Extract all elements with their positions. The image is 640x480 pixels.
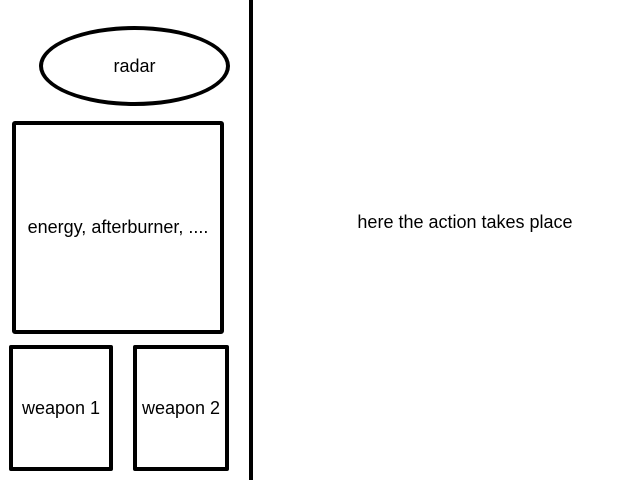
weapon-1-label: weapon 1 (21, 397, 101, 418)
action-area-label: here the action takes place (357, 212, 573, 232)
status-panel: energy, afterburner, .... (12, 121, 224, 334)
radar-label: radar (113, 55, 156, 76)
status-label: energy, afterburner, .... (27, 217, 209, 237)
weapon-1-slot: weapon 1 (9, 345, 113, 471)
radar-panel: radar (39, 26, 230, 106)
weapon-2-label: weapon 2 (141, 397, 221, 418)
sidebar-divider (249, 0, 253, 480)
weapon-2-slot: weapon 2 (133, 345, 229, 471)
